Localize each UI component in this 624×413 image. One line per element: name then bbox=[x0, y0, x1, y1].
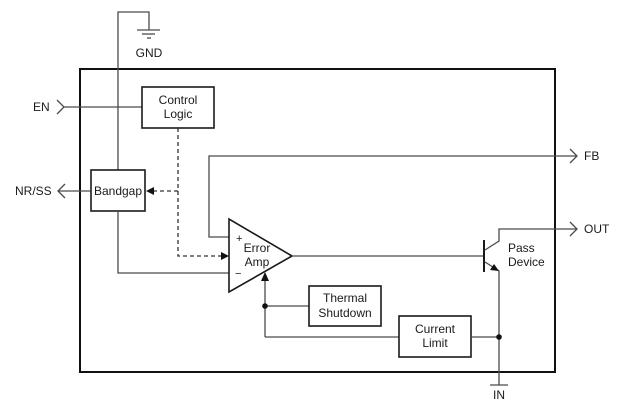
pin-en: EN bbox=[33, 99, 142, 115]
out-arrow-icon bbox=[569, 221, 578, 237]
emitter-arrow-icon bbox=[490, 264, 499, 271]
ground-icon bbox=[137, 29, 160, 39]
fb-wire bbox=[208, 155, 577, 238]
control-logic-label-1: Control bbox=[159, 93, 198, 107]
control-to-bandgap-dashed bbox=[153, 128, 179, 192]
current-limit-label-1: Current bbox=[415, 322, 456, 336]
pin-label-en: EN bbox=[33, 100, 50, 114]
protection-arrowhead-icon bbox=[261, 272, 269, 281]
pin-in: IN bbox=[490, 384, 508, 402]
pin-out: OUT bbox=[569, 221, 610, 237]
amp-minus-sign: − bbox=[235, 268, 241, 280]
control-to-amp-dashed bbox=[177, 191, 221, 257]
gnd-wire bbox=[117, 11, 150, 170]
fb-arrow-icon bbox=[569, 148, 578, 164]
pin-fb: FB bbox=[208, 148, 599, 238]
amp-enable-arrowhead-icon bbox=[221, 252, 229, 260]
pin-label-fb: FB bbox=[584, 149, 599, 163]
en-arrow-icon bbox=[56, 99, 65, 115]
error-amp-block: + − Error Amp bbox=[228, 217, 294, 294]
thermal-shutdown-block: Thermal Shutdown bbox=[308, 285, 382, 327]
pin-label-gnd: GND bbox=[136, 46, 163, 60]
error-amp-label-1: Error bbox=[244, 241, 271, 255]
current-limit-label-2: Limit bbox=[422, 336, 448, 350]
collector-to-out-wire bbox=[484, 228, 577, 251]
emitter-to-in-wire bbox=[484, 261, 500, 385]
thermal-shutdown-label-2: Shutdown bbox=[318, 306, 371, 320]
pass-device-label-1: Pass bbox=[508, 241, 535, 255]
control-logic-label-2: Logic bbox=[164, 107, 193, 121]
control-logic-block: Control Logic bbox=[141, 86, 215, 129]
pass-device-label-2: Device bbox=[508, 255, 545, 269]
bandgap-label: Bandgap bbox=[94, 184, 142, 198]
bandgap-arrowhead-icon bbox=[146, 187, 154, 195]
thermal-shutdown-label-1: Thermal bbox=[323, 291, 367, 305]
junction-dot bbox=[262, 303, 268, 309]
pin-nr-ss: NR/SS bbox=[15, 183, 91, 199]
bandgap-block: Bandgap bbox=[90, 169, 146, 212]
error-amp-label-2: Amp bbox=[245, 255, 270, 269]
junction-dot bbox=[496, 334, 502, 340]
pass-device: Pass Device bbox=[483, 228, 577, 385]
bandgap-to-amp-wire bbox=[117, 211, 229, 274]
pin-label-out: OUT bbox=[584, 222, 610, 236]
current-limit-block: Current Limit bbox=[398, 315, 472, 358]
gnd-connection: GND bbox=[117, 11, 163, 170]
amp-plus-sign: + bbox=[236, 233, 242, 245]
pin-label-nr-ss: NR/SS bbox=[15, 184, 52, 198]
pin-label-in: IN bbox=[493, 388, 505, 402]
chip-boundary bbox=[79, 68, 556, 373]
